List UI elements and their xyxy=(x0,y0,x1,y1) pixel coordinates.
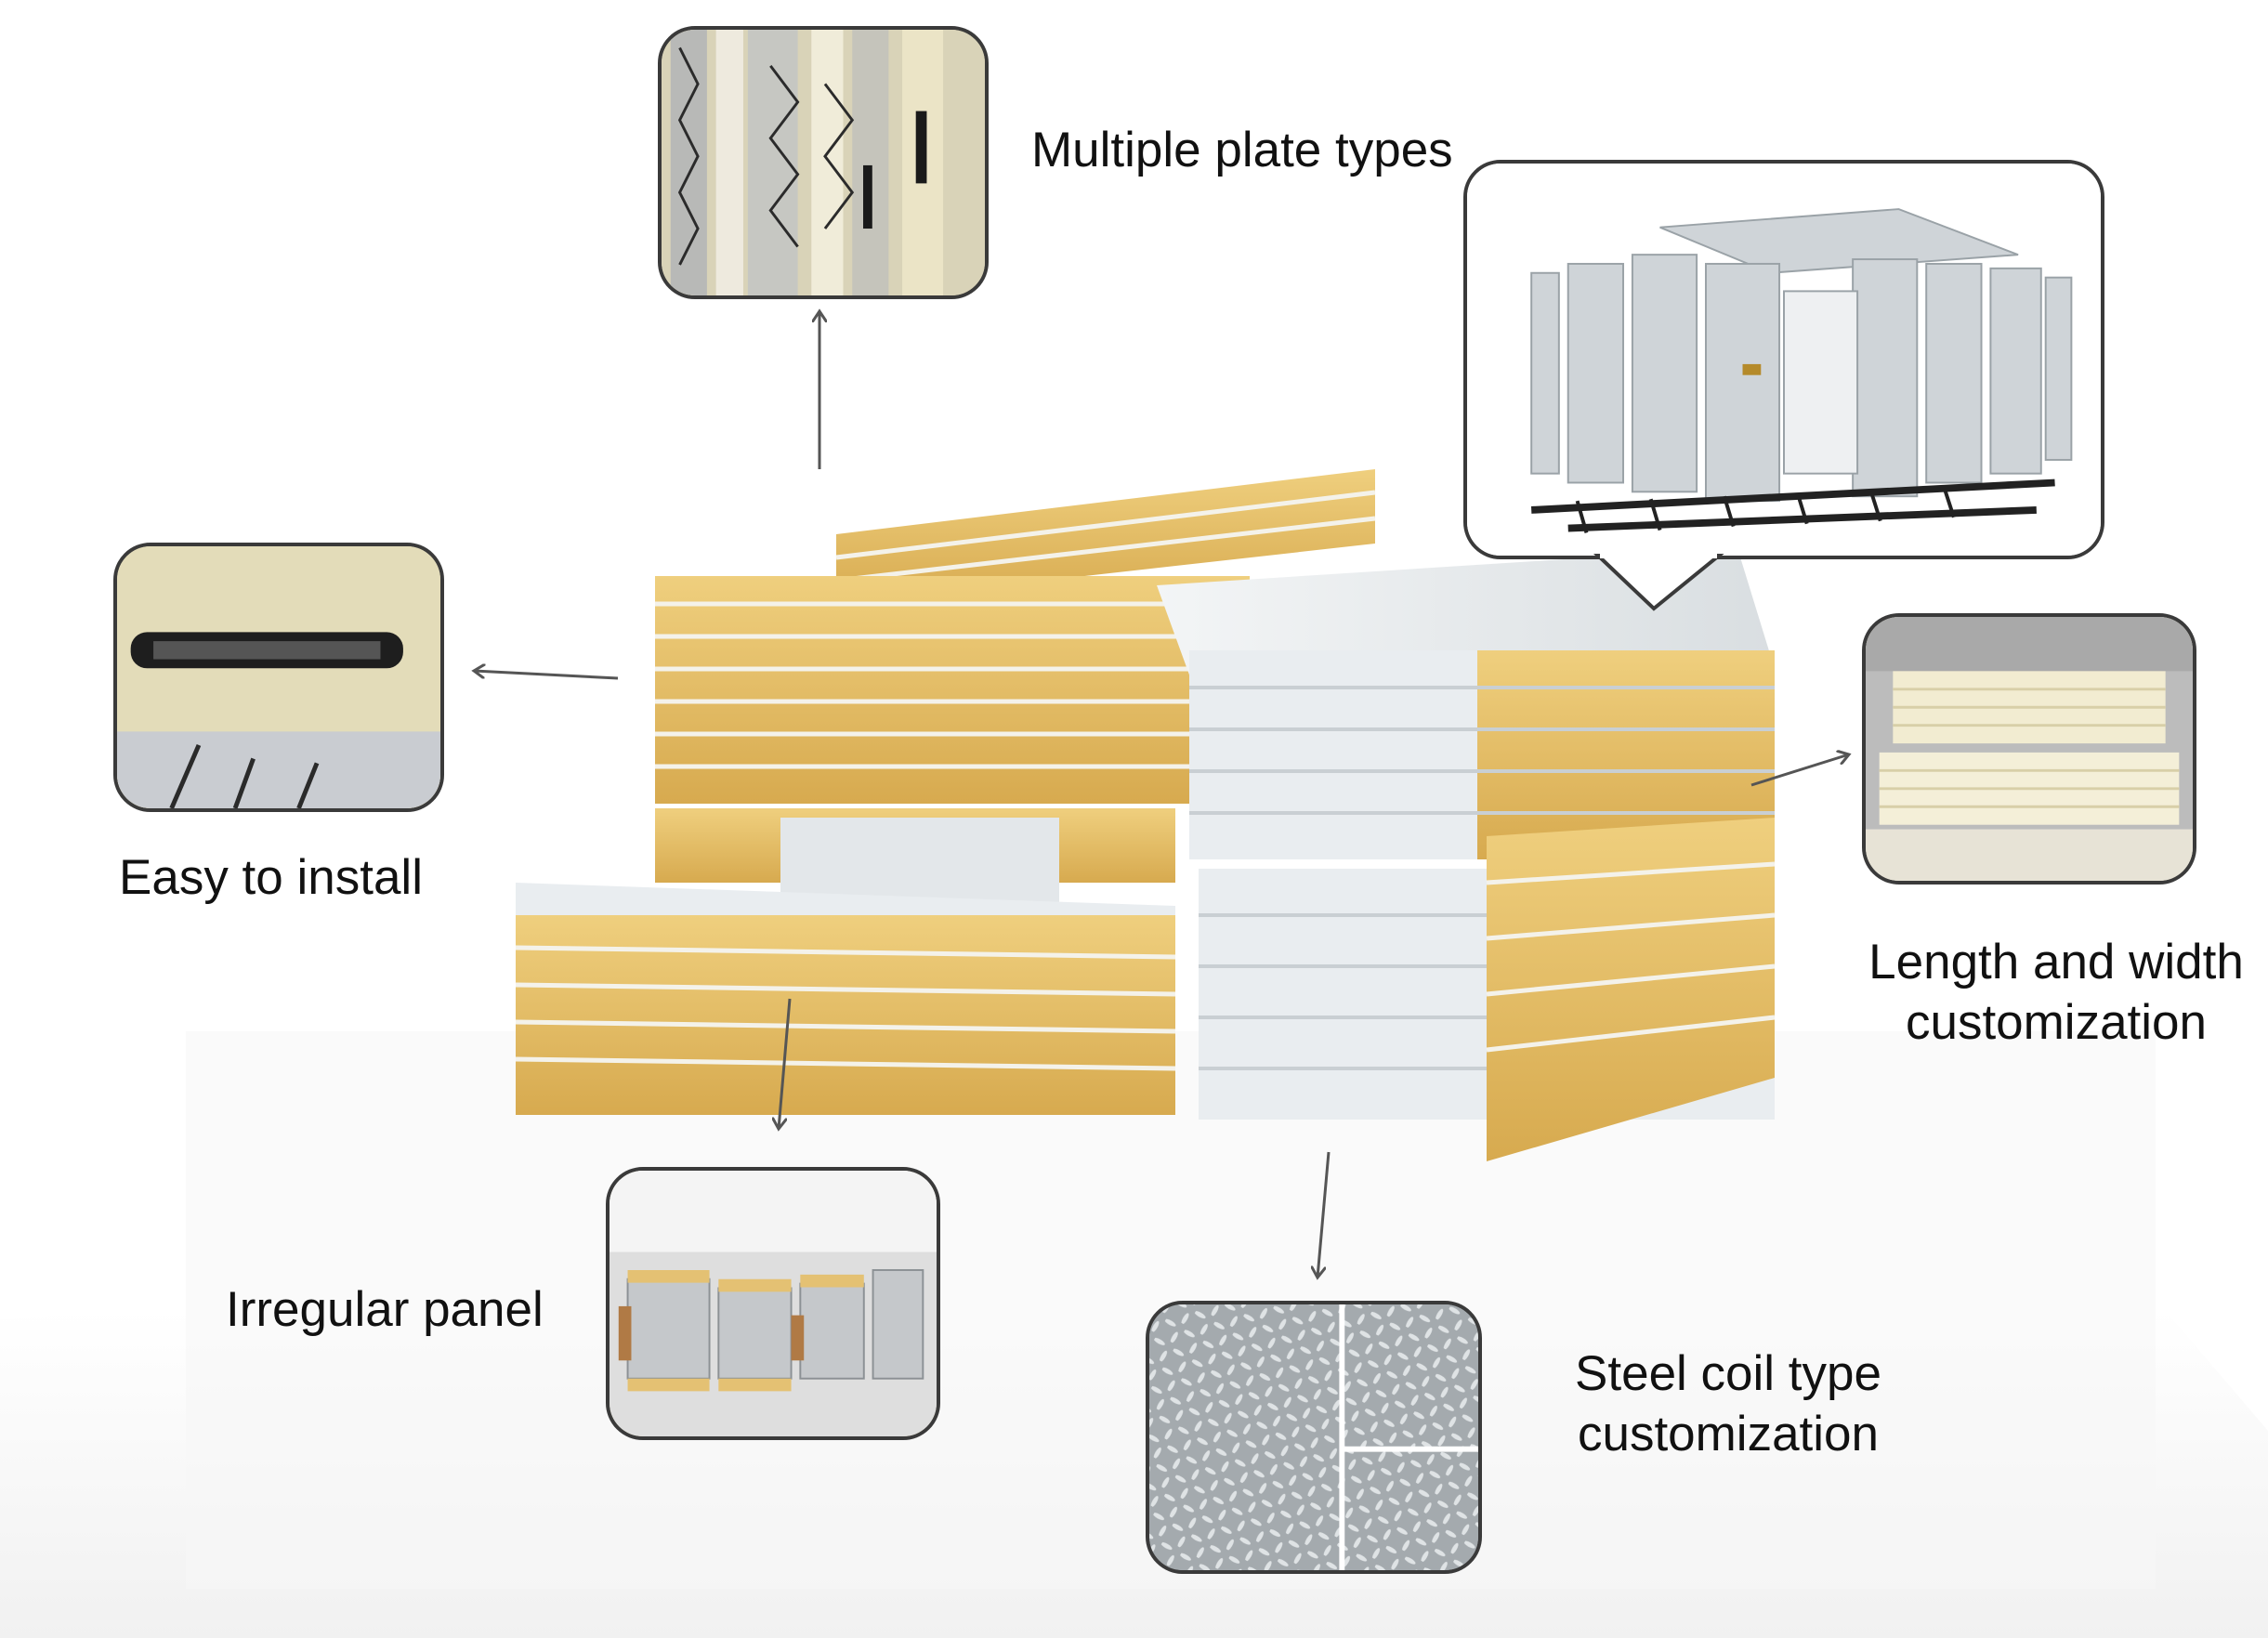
label-steel-coil-line2: customization xyxy=(1577,1406,1880,1461)
right-steel-stack-lower xyxy=(1199,818,1776,1161)
cold-room-assembly-photo xyxy=(1463,160,2104,559)
easy-to-install-photo xyxy=(113,543,444,812)
arrow-to-easy-to-install xyxy=(474,671,619,680)
label-length-width-customization: Length and width customization xyxy=(1856,933,2256,1053)
back-yellow-stack xyxy=(835,469,1376,604)
label-steel-coil-line1: Steel coil type xyxy=(1575,1346,1881,1401)
label-multiple-plate-types: Multiple plate types xyxy=(1031,123,1453,177)
front-yellow-stack xyxy=(515,883,1176,1115)
irregular-panel-photo xyxy=(606,1167,940,1440)
arrow-to-irregular-panel xyxy=(779,998,792,1129)
arrow-to-steel-coil xyxy=(1318,1151,1331,1278)
arrow-to-length-width xyxy=(1750,754,1849,787)
label-length-width-line2: customization xyxy=(1905,994,2208,1050)
label-irregular-panel: Irregular panel xyxy=(226,1282,544,1337)
length-width-photo xyxy=(1862,613,2196,885)
label-steel-coil-customization: Steel coil type customization xyxy=(1528,1344,1928,1464)
multiple-plate-types-photo xyxy=(658,26,989,299)
label-length-width-line1: Length and width xyxy=(1868,935,2244,989)
right-steel-stack-upper xyxy=(1157,548,1775,859)
steel-coil-photo xyxy=(1146,1301,1482,1574)
left-yellow-stack xyxy=(655,576,1250,911)
label-easy-to-install: Easy to install xyxy=(119,850,423,905)
